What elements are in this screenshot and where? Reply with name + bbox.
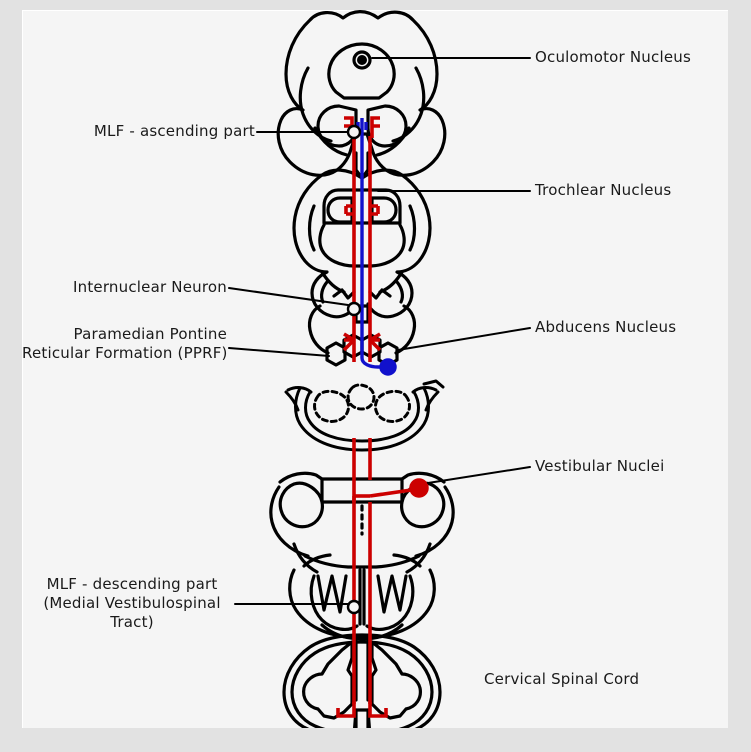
leader-internuclear	[228, 287, 349, 306]
anatomy-diagram	[228, 10, 531, 728]
spinal-cord-section	[282, 633, 442, 728]
label-abducens-nucleus: Abducens Nucleus	[535, 318, 677, 336]
label-pprf-line1: Paramedian Pontine	[73, 325, 227, 343]
label-mlf-descending-line2: (Medial Vestibulospinal	[43, 594, 221, 612]
label-internuclear-neuron: Internuclear Neuron	[72, 278, 227, 296]
internuclear-neuron-marker	[346, 301, 362, 317]
internuclear-tract-blue	[356, 118, 388, 369]
label-mlf-ascending: MLF - ascending part	[93, 122, 255, 140]
neuron-markers	[346, 124, 429, 615]
label-mlf-descending: MLF - descending part (Medial Vestibulos…	[32, 575, 232, 632]
leader-abducens	[397, 327, 531, 351]
leader-lines	[228, 57, 531, 605]
label-pprf: Paramedian Pontine Reticular Formation (…	[22, 325, 227, 363]
leader-pprf	[228, 347, 330, 357]
label-mlf-descending-line3: Tract)	[110, 613, 154, 631]
label-mlf-descending-line1: MLF - descending part	[46, 575, 218, 593]
label-pprf-line2: Reticular Formation (PPRF)	[22, 344, 228, 362]
medulla-upper-section	[284, 379, 445, 452]
abducens-motor-neuron-marker	[379, 358, 397, 376]
label-oculomotor-nucleus: Oculomotor Nucleus	[535, 48, 691, 66]
leader-vestibular	[427, 466, 531, 484]
vestibular-neuron-marker	[409, 478, 429, 498]
mlf-ascending-marker	[346, 124, 362, 140]
label-trochlear-nucleus: Trochlear Nucleus	[535, 181, 672, 199]
medulla-lower-section	[269, 471, 455, 641]
label-cervical-spinal-cord: Cervical Spinal Cord	[484, 670, 640, 688]
label-vestibular-nuclei: Vestibular Nuclei	[535, 457, 665, 475]
mlf-descending-marker	[346, 599, 362, 615]
figure-panel: Oculomotor Nucleus MLF - ascending part …	[22, 10, 728, 728]
